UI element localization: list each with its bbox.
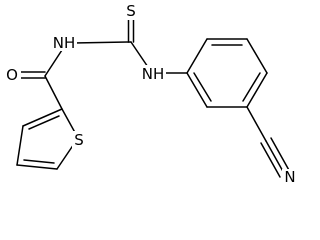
bond-thiophene-c3-c2-inner — [28, 115, 60, 130]
bond-phenyl-c4-c5-inner — [242, 72, 261, 102]
sulfur-thiophene-label: S — [74, 131, 84, 149]
bond-phenyl-c1-c2 — [186, 38, 208, 74]
atom-label-layer: S NH NH O S N — [6, 2, 296, 186]
bond-phenyl-nitrile-c — [246, 106, 267, 142]
bond-nh-carbonyl-c — [44, 49, 63, 77]
bond-thiourea-c-nh-left — [72, 41, 132, 44]
sulfur-thione-label: S — [126, 2, 136, 20]
bond-phenyl-c3-c4 — [246, 38, 268, 74]
bond-thiophene-c5-c4-inner — [23, 159, 55, 164]
bond-phenyl-c6-c1 — [186, 72, 208, 108]
bond-phenyl-c4-c5 — [246, 72, 268, 108]
atom-mask-layer — [4, 3, 298, 186]
bond-thiophene-c4-c3 — [16, 125, 24, 166]
nh-left-label: NH — [53, 34, 76, 52]
bond-layer — [16, 14, 291, 178]
nh-right-label: NH — [142, 65, 165, 83]
bond-thiophene-c5-c4 — [16, 164, 58, 170]
bond-thiophene-c3-c2 — [22, 108, 63, 127]
bond-carbonyl-thiophene — [44, 75, 63, 110]
bond-nitrile-triple-b — [265, 140, 286, 176]
molecule-structure: S NH NH O S N — [4, 2, 298, 186]
oxygen-label: O — [6, 66, 18, 84]
bond-phenyl-c6-c1-inner — [193, 72, 212, 102]
bond-nitrile-triple-a — [260, 142, 281, 178]
bond-nitrile-triple-c — [270, 137, 291, 173]
nitrile-nitrogen-label: N — [284, 168, 295, 186]
